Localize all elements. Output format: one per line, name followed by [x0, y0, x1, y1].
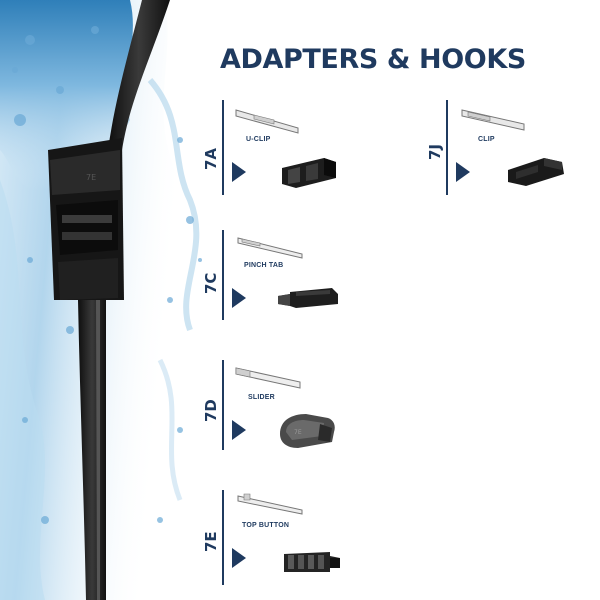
arrow-right-icon — [232, 548, 246, 568]
wiper-arm-icon — [235, 109, 299, 134]
wiper-arm-icon — [235, 367, 301, 389]
divider-line — [222, 230, 224, 320]
arrow-right-icon — [456, 162, 470, 182]
wiper-arm-icon — [461, 109, 525, 131]
adapter-code: 7D — [202, 399, 220, 422]
adapter-code: 7A — [202, 147, 220, 170]
svg-text:7E: 7E — [86, 173, 96, 182]
adapter-name: CLIP — [478, 136, 495, 143]
divider-line — [446, 100, 448, 195]
adapter-code: 7E — [202, 531, 220, 552]
connector-icon: 7E — [280, 414, 335, 448]
connector-icon — [282, 158, 336, 188]
adapter-name: U-CLIP — [246, 136, 271, 143]
svg-text:7E: 7E — [294, 429, 302, 436]
adapter-code: 7J — [426, 143, 444, 160]
divider-line — [222, 100, 224, 195]
wiper-arm-icon — [237, 237, 303, 259]
adapter-code: 7C — [202, 272, 220, 294]
connector-icon — [284, 552, 340, 572]
arrow-right-icon — [232, 420, 246, 440]
connector-icon — [278, 288, 338, 308]
page-title: ADAPTERS & HOOKS — [220, 44, 526, 75]
arrow-right-icon — [232, 288, 246, 308]
divider-line — [222, 490, 224, 585]
adapter-name: SLIDER — [248, 394, 275, 401]
adapter-name: PINCH TAB — [244, 262, 284, 269]
arrow-right-icon — [232, 162, 246, 182]
wiper-arm-icon — [237, 493, 303, 515]
divider-line — [222, 360, 224, 450]
connector-icon — [508, 158, 564, 186]
adapter-name: TOP BUTTON — [242, 522, 290, 529]
